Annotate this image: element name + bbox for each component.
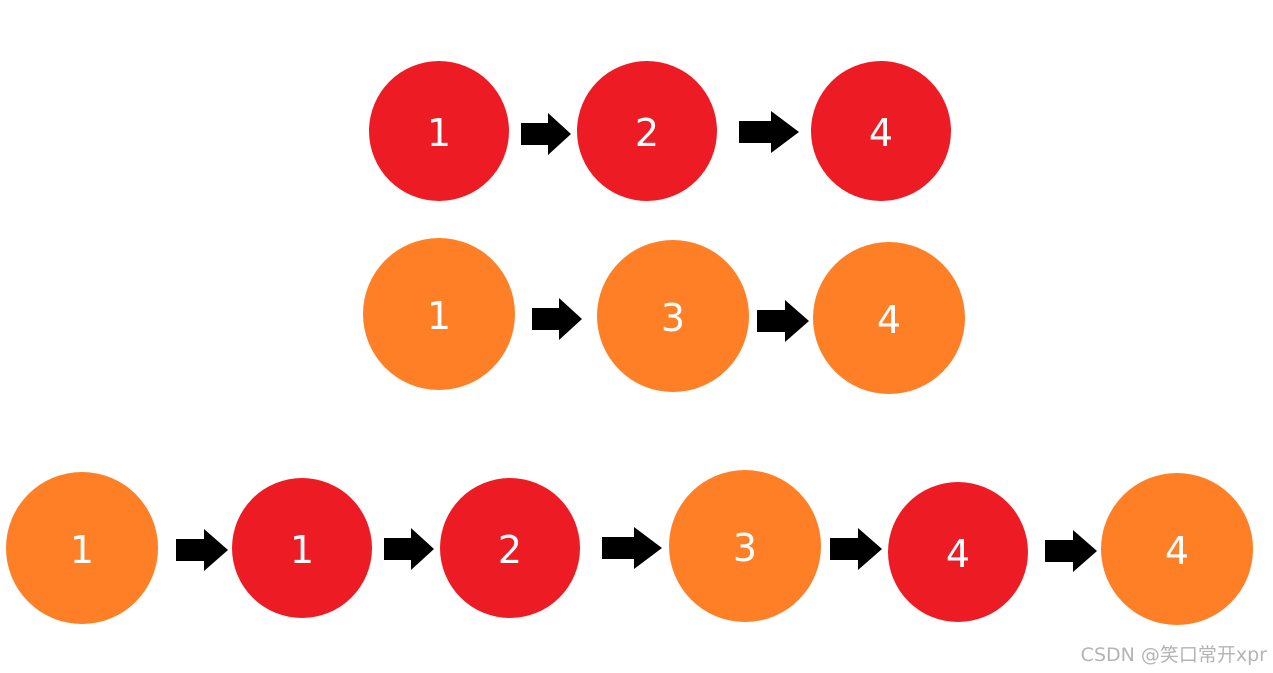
merged-list-node-5 [888,482,1028,622]
list-b-node-2 [597,240,749,392]
merged-list-node-4 [669,470,821,622]
merged-list-arrow-icon-4 [830,528,882,570]
list-b-node-3 [813,242,965,394]
merged-list-arrow-icon-3 [602,527,662,569]
merged-list-node-2-label: 1 [290,528,314,572]
list-a-row: 1 2 4 [369,61,951,201]
list-b-node-2-label: 3 [661,296,685,340]
merged-list-node-6-label: 4 [1165,529,1189,573]
list-b-node-3-label: 4 [877,298,901,342]
merged-list-node-4-label: 3 [733,526,757,570]
list-a-arrow-icon-2 [739,111,799,153]
watermark: CSDN @笑口常开xpr [1080,644,1267,666]
list-b-node-1-label: 1 [427,294,451,338]
merged-list-arrow-icon-5 [1045,530,1097,572]
merged-list-arrow-icon-2 [384,528,434,570]
merged-list-node-5-label: 4 [946,532,970,576]
list-b-row: 1 3 4 [363,238,965,394]
list-a-node-1-label: 1 [427,111,451,155]
merged-list-node-6 [1101,473,1253,625]
list-a-node-1 [369,61,509,201]
list-b-arrow-icon-1 [532,298,582,340]
merged-list-node-3-label: 2 [498,528,522,572]
list-a-node-3 [811,61,951,201]
list-a-node-3-label: 4 [869,111,893,155]
list-a-arrow-icon-1 [521,113,571,155]
merged-list-node-1 [6,472,158,624]
list-a-node-2-label: 2 [635,111,659,155]
merged-list-arrow-icon-1 [176,529,228,571]
list-a-node-2 [577,61,717,201]
merged-list-row: 1 1 2 3 4 4 [6,470,1253,625]
merged-list-node-3 [440,478,580,618]
list-b-node-1 [363,238,515,390]
merged-list-node-1-label: 1 [70,528,94,572]
list-b-arrow-icon-2 [757,300,809,342]
merged-list-node-2 [232,478,372,618]
